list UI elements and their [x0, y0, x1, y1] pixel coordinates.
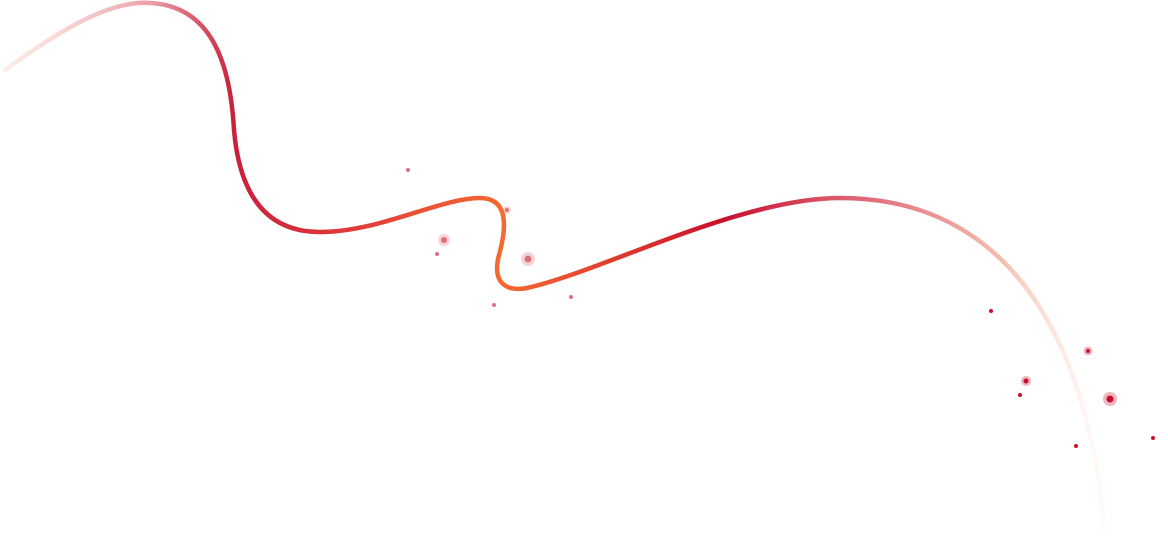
particle-dot — [406, 168, 410, 172]
particle-dot — [1018, 393, 1022, 397]
particle-dot — [435, 252, 439, 256]
particle-dot — [492, 303, 496, 307]
particle-dot — [505, 208, 509, 212]
particle-dot — [441, 237, 447, 243]
particle-dot — [1106, 395, 1114, 403]
particle-dots — [406, 168, 1155, 448]
particle-dot — [524, 255, 532, 263]
wave-line — [2, 0, 1108, 533]
particle-dot — [1023, 378, 1029, 384]
particle-dot — [989, 309, 993, 313]
particle-dot — [1086, 349, 1090, 353]
particle-dot — [1074, 444, 1078, 448]
particle-dot — [569, 295, 573, 299]
particle-dot — [1151, 436, 1155, 440]
